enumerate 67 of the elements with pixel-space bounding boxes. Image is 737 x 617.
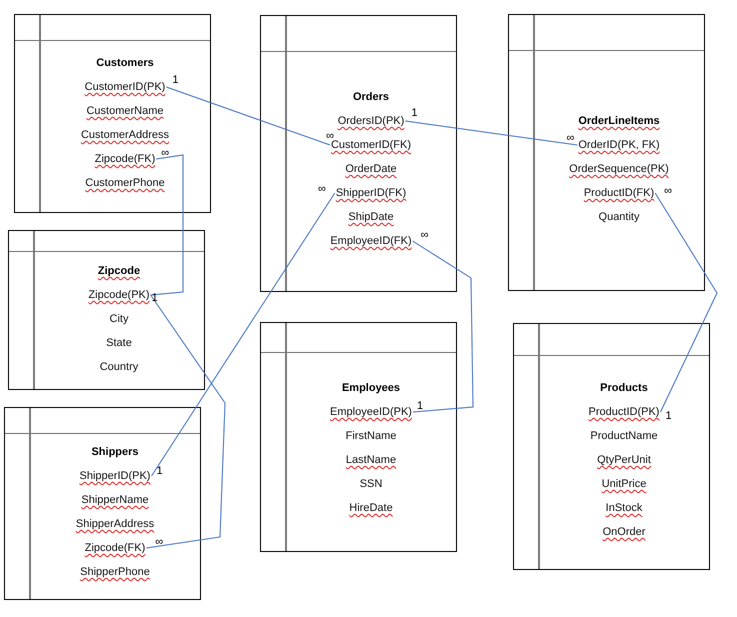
field-name: ShipperPhone <box>80 565 150 579</box>
cardinality-mark: 1 <box>156 465 163 477</box>
field-name: City <box>110 312 128 326</box>
cardinality-mark: ∞ <box>161 147 170 159</box>
table-box <box>513 323 710 570</box>
cardinality-mark: 1 <box>152 292 158 304</box>
field-name: ShipperAddress <box>76 517 154 531</box>
cardinality-mark: ∞ <box>664 185 672 197</box>
relationship-line <box>146 294 226 548</box>
field-name: ShipDate <box>348 210 394 224</box>
field-name: EmployeeID(FK) <box>330 234 412 248</box>
cardinality-mark: 1 <box>172 74 178 86</box>
field-name: OnOrder <box>602 525 646 539</box>
relationship-line <box>654 192 718 412</box>
relationship-line <box>150 154 184 296</box>
field-name: Quantity <box>598 210 640 224</box>
table-title: Shippers <box>91 445 139 460</box>
field-name: ProductName <box>590 429 658 443</box>
field-name: HireDate <box>349 501 393 515</box>
cardinality-mark: ∞ <box>566 132 574 144</box>
field-name: FirstName <box>346 429 396 443</box>
field-name: OrdersID(PK) <box>338 114 404 128</box>
cardinality-mark: ∞ <box>318 183 326 195</box>
field-name: ShipperID(PK) <box>80 469 150 483</box>
field-name: ProductID(FK) <box>584 186 654 200</box>
field-name: OrderDate <box>345 162 397 176</box>
cardinality-mark: 1 <box>416 400 424 412</box>
field-name: ShipperName <box>81 493 149 507</box>
field-name: SSN <box>360 477 382 491</box>
field-name: OrderSequence(PK) <box>569 162 669 176</box>
field-name: Zipcode(FK) <box>94 152 156 166</box>
field-name: Zipcode(PK) <box>88 288 150 302</box>
table-title: Customers <box>96 56 154 71</box>
table-box <box>260 322 457 552</box>
table-box <box>14 14 211 213</box>
cardinality-mark: 1 <box>665 410 672 422</box>
field-name: CustomerID(PK) <box>84 80 166 94</box>
field-name: Country <box>100 360 138 374</box>
table-title: Orders <box>352 90 390 105</box>
field-name: CustomerAddress <box>80 128 170 142</box>
field-name: EmployeeID(PK) <box>330 405 412 419</box>
field-name: QtyPerUnit <box>597 453 651 467</box>
table-box <box>508 14 705 291</box>
field-name: Zipcode(FK) <box>84 541 146 555</box>
table-box <box>260 15 457 292</box>
field-name: CustomerName <box>86 104 164 118</box>
cardinality-mark: ∞ <box>420 229 428 241</box>
table-title: Zipcode <box>98 264 140 279</box>
cardinality-mark: ∞ <box>155 536 164 548</box>
field-name: UnitPrice <box>602 477 646 491</box>
table-title: Employees <box>342 381 400 396</box>
table-title: OrderLineItems <box>578 114 660 129</box>
table-box <box>8 230 205 390</box>
field-name: InStock <box>606 501 642 515</box>
field-name: State <box>106 336 132 350</box>
relationship-line <box>412 240 474 412</box>
field-name: OrderID(PK, FK) <box>578 138 660 152</box>
cardinality-mark: 1 <box>411 107 418 119</box>
relationship-line <box>404 120 578 146</box>
field-name: ShipperID(FK) <box>336 186 406 200</box>
field-name: LastName <box>346 453 396 467</box>
table-title: Products <box>600 381 648 396</box>
relationship-line <box>166 86 330 146</box>
field-name: CustomerPhone <box>85 176 165 190</box>
table-box <box>4 407 201 600</box>
field-name: ProductID(PK) <box>588 405 660 419</box>
relationship-line <box>151 192 336 476</box>
